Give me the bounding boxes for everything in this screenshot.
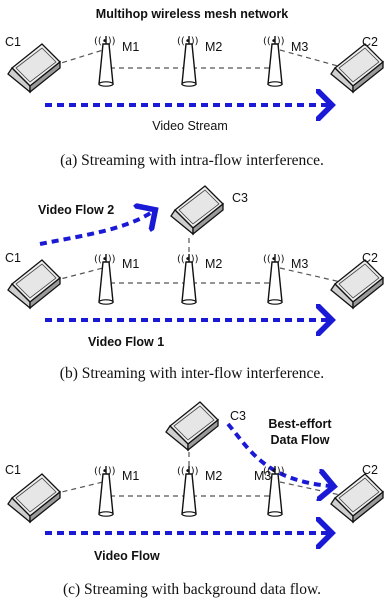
laptop-icon bbox=[170, 185, 224, 235]
radio-waves-icon: ((•)) bbox=[177, 36, 199, 47]
node-m3: M3 bbox=[291, 257, 308, 271]
video-flow-2-arrow bbox=[39, 212, 152, 246]
laptop-icon bbox=[7, 43, 61, 93]
caption-c: (c) Streaming with background data flow. bbox=[63, 581, 321, 598]
radio-waves-icon: ((•)) bbox=[177, 466, 199, 477]
node-m2: M2 bbox=[205, 257, 222, 271]
video-stream-label: Video Stream bbox=[152, 119, 228, 133]
link-m3-c2 bbox=[279, 49, 346, 69]
radio-waves-icon: ((•)) bbox=[263, 466, 285, 477]
node-c1: C1 bbox=[5, 251, 21, 265]
node-m1: M1 bbox=[122, 40, 139, 54]
panel-c: C3 Best-effort Data Flow ((•)) ((•)) ((•… bbox=[5, 401, 384, 598]
radio-waves-icon: ((•)) bbox=[263, 254, 285, 265]
link-m3-c2 bbox=[279, 267, 346, 284]
radio-waves-icon: ((•)) bbox=[177, 254, 199, 265]
laptop-icon bbox=[330, 43, 384, 93]
node-c2: C2 bbox=[362, 251, 378, 265]
laptop-icon bbox=[330, 473, 384, 523]
video-flow-label: Video Flow bbox=[94, 549, 160, 563]
best-effort-label-line2: Data Flow bbox=[270, 433, 329, 447]
best-effort-label-line1: Best-effort bbox=[268, 417, 332, 431]
laptop-icon bbox=[330, 259, 384, 309]
radio-waves-icon: ((•)) bbox=[94, 36, 116, 47]
node-c2: C2 bbox=[362, 35, 378, 49]
node-c2: C2 bbox=[362, 463, 378, 477]
caption-a: (a) Streaming with intra-flow interferen… bbox=[60, 152, 324, 169]
radio-waves-icon: ((•)) bbox=[94, 466, 116, 477]
panel-b: C3 Video Flow 2 ((•)) ((•)) ((•)) C1 C2 … bbox=[5, 185, 384, 382]
laptop-icon bbox=[165, 401, 219, 451]
panel-a: Multihop wireless mesh network ((•)) ((•… bbox=[5, 7, 384, 169]
video-flow-1-label: Video Flow 1 bbox=[88, 335, 164, 349]
node-m3: M3 bbox=[291, 40, 308, 54]
best-effort-flow-arrow bbox=[226, 422, 330, 486]
node-c1: C1 bbox=[5, 463, 21, 477]
radio-waves-icon: ((•)) bbox=[94, 254, 116, 265]
link-m3-c2 bbox=[279, 481, 346, 497]
laptop-icon bbox=[7, 473, 61, 523]
node-m1: M1 bbox=[122, 257, 139, 271]
radio-waves-icon: ((•)) bbox=[263, 36, 285, 47]
panel-a-title: Multihop wireless mesh network bbox=[96, 7, 288, 21]
video-flow-2-label: Video Flow 2 bbox=[38, 203, 114, 217]
node-c3: C3 bbox=[232, 191, 248, 205]
node-m1: M1 bbox=[122, 469, 139, 483]
node-m2: M2 bbox=[205, 40, 222, 54]
node-m3: M3 bbox=[254, 469, 271, 483]
node-m2: M2 bbox=[205, 469, 222, 483]
laptop-icon bbox=[7, 259, 61, 309]
node-c3: C3 bbox=[230, 409, 246, 423]
node-c1: C1 bbox=[5, 35, 21, 49]
caption-b: (b) Streaming with inter-flow interferen… bbox=[60, 365, 324, 382]
